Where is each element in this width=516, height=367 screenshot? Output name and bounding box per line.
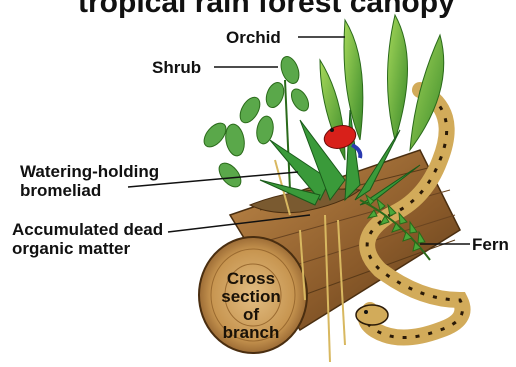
cross-section-line-4: branch <box>216 324 286 342</box>
fern-label: Fern <box>472 235 509 254</box>
bromeliad-label-line1: Watering-holding <box>20 162 159 181</box>
dead-matter-label-line2: organic matter <box>12 239 130 258</box>
cross-section-line-1: Cross <box>216 270 286 288</box>
cross-section-line-2: section <box>216 288 286 306</box>
cross-section-line-3: of <box>216 306 286 324</box>
shrub-label: Shrub <box>152 58 201 77</box>
orchid-label: Orchid <box>226 28 281 47</box>
bromeliad-label-line2: bromeliad <box>20 181 101 200</box>
dead-matter-label-line1: Accumulated dead <box>12 220 163 239</box>
cross-section-label: Cross section of branch <box>216 270 286 342</box>
